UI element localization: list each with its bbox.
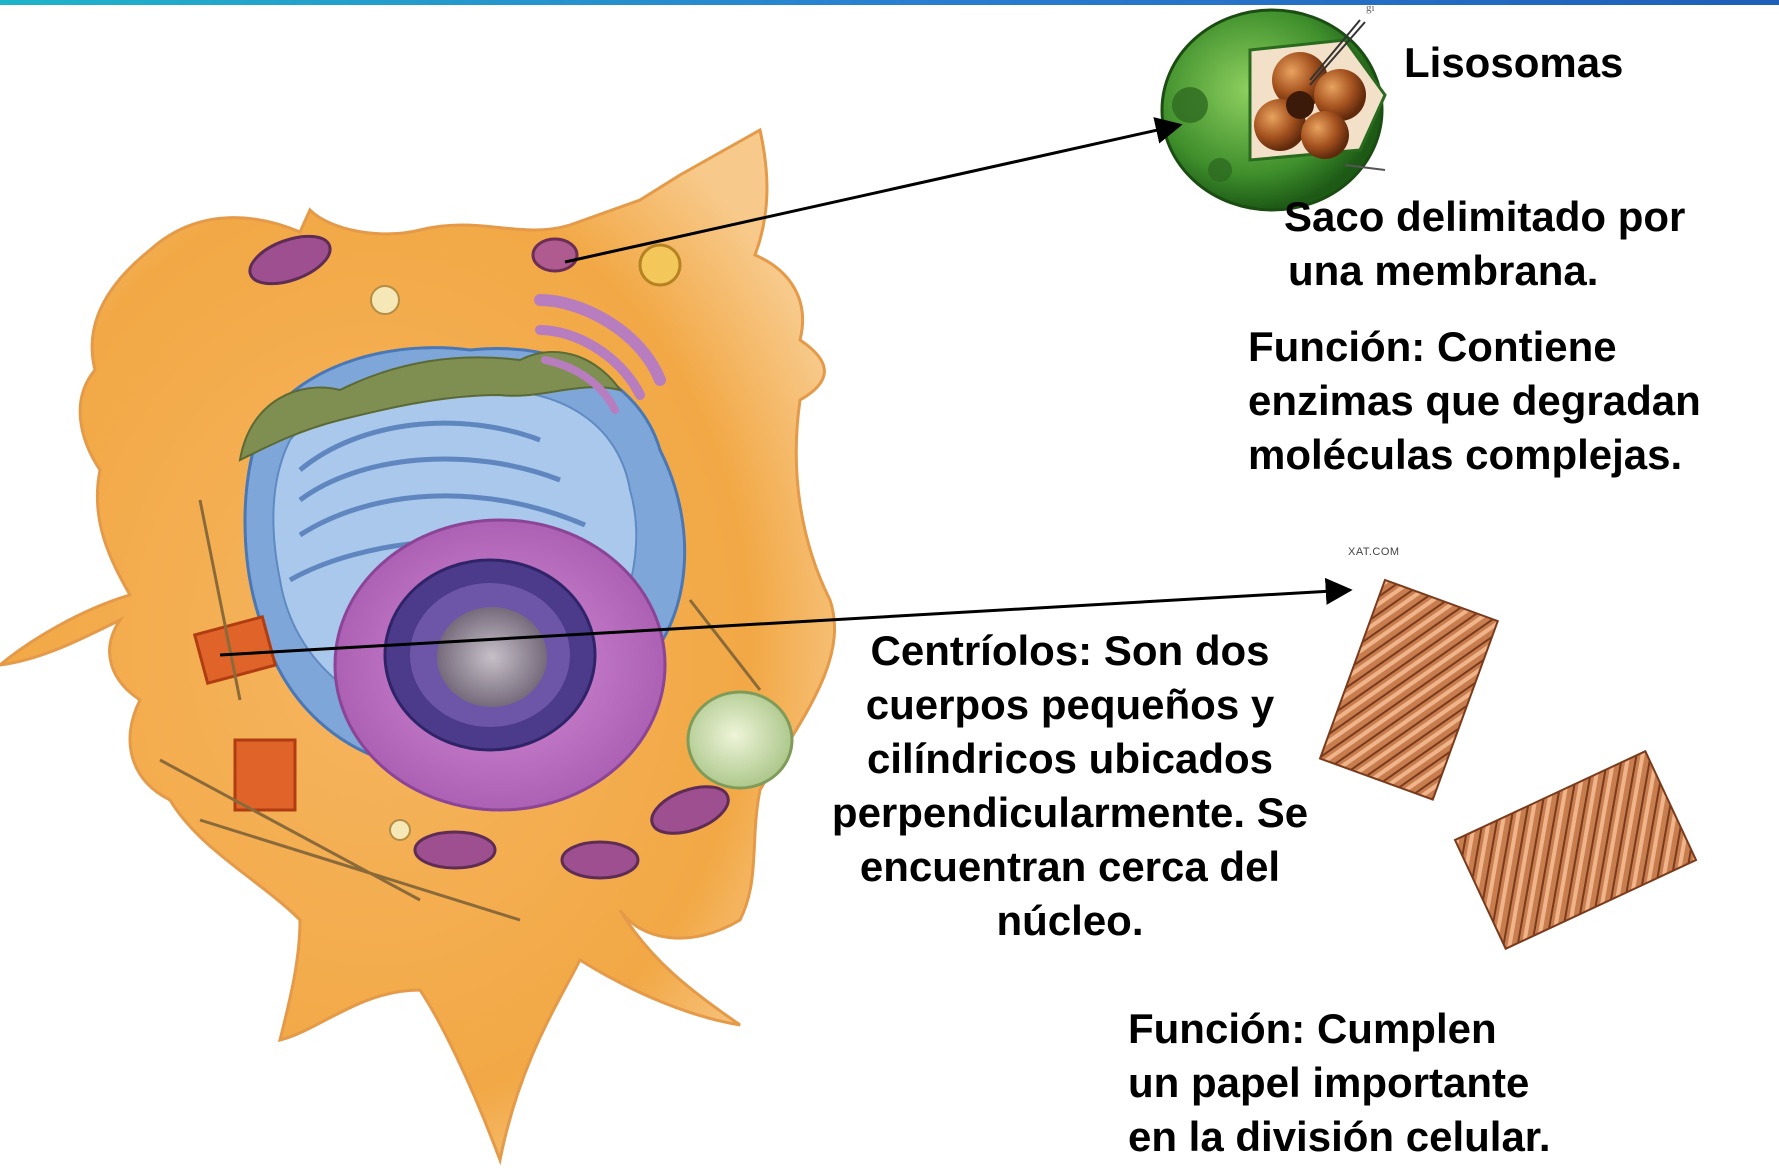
text-line: en la división celular.	[1128, 1110, 1551, 1164]
centriole-description: Centríolos: Son dos cuerpos pequeños y c…	[790, 624, 1350, 948]
text-line: Saco delimitado por	[1284, 190, 1685, 244]
lysosome-label-mark: gi	[1366, 2, 1375, 14]
lysosome-title: Lisosomas	[1404, 36, 1623, 90]
text-line: moléculas complejas.	[1248, 428, 1701, 482]
text-line: perpendicularmente. Se	[790, 786, 1350, 840]
lysosome-description: Saco delimitado por una membrana.	[1284, 190, 1685, 298]
centriole-function: Función: Cumplen un papel importante en …	[1128, 1002, 1551, 1164]
centriole-image-watermark: XAT.COM	[1348, 546, 1400, 558]
centriole-illustration	[1320, 580, 1696, 949]
text-line: Centríolos: Son dos	[790, 624, 1350, 678]
text-line: una membrana.	[1284, 244, 1685, 298]
text-line: cuerpos pequeños y	[790, 678, 1350, 732]
text-line: enzimas que degradan	[1248, 374, 1701, 428]
lysosome-function: Función: Contiene enzimas que degradan m…	[1248, 320, 1701, 482]
text-line: Función: Cumplen	[1128, 1002, 1551, 1056]
text-line: un papel importante	[1128, 1056, 1551, 1110]
text-line: Función: Contiene	[1248, 320, 1701, 374]
text-line: cilíndricos ubicados	[790, 732, 1350, 786]
text-line: núcleo.	[790, 894, 1350, 948]
lysosome-illustration	[1162, 10, 1385, 210]
text-line: encuentran cerca del	[790, 840, 1350, 894]
